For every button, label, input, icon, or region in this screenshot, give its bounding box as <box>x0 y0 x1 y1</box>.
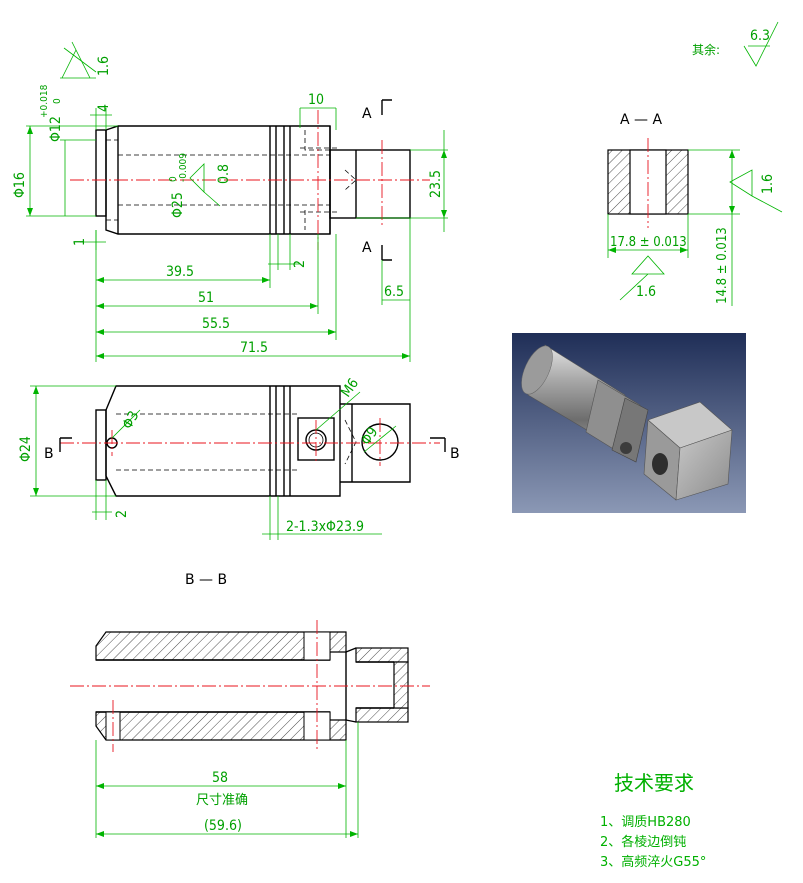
section-aa-title: A — A <box>620 112 662 128</box>
section-a-top-letter: A <box>362 106 372 122</box>
tech-item-1: 1、调质HB280 <box>600 815 691 830</box>
rough-0-8: 0.8 <box>216 164 232 184</box>
tech-item-2: 2、各棱边倒钝 <box>600 834 686 850</box>
dim-w4: 4 <box>96 104 112 112</box>
dim-l71-5: 71.5 <box>240 340 268 356</box>
dim-d25-tol-zero: 0 <box>168 176 179 182</box>
tech-title: 技术要求 <box>614 771 694 795</box>
top-view: A A Φ16 Φ12 +0.018 0 4 1 10 Φ25 -0.009 0 <box>12 41 448 362</box>
dim-w2: 2 <box>292 260 308 268</box>
dim-m6: M6 <box>338 376 362 401</box>
tech-item-3: 3、高频淬火G55° <box>600 854 706 870</box>
square-tenon <box>329 149 411 219</box>
dim-d3: Φ3 <box>120 408 143 432</box>
dim-h23-5: 23.5 <box>428 170 444 198</box>
dim-w10: 10 <box>308 92 324 108</box>
dim-l6-5: 6.5 <box>384 284 404 300</box>
dim-w17-8: 17.8 ± 0.013 <box>610 235 687 250</box>
section-bb-title: B — B <box>185 572 227 588</box>
dim-groove: 2-1.3xΦ23.9 <box>286 519 364 535</box>
section-a-bottom-letter: A <box>362 240 372 256</box>
dim-w1: 1 <box>72 238 88 246</box>
front-view: B B Φ24 Φ3 M6 Φ9 2 2-1.3xΦ23.9 <box>18 376 460 540</box>
rough-top-1-6: 1.6 <box>96 56 112 76</box>
other-roughness: 其余: 6.3 <box>692 21 779 67</box>
section-b-b: B — B 58 尺寸准确 (59.6) <box>70 572 430 838</box>
dim-l58: 58 <box>212 770 228 786</box>
dim-h14-8: 14.8 ± 0.013 <box>715 227 730 304</box>
section-a-a: A — A 17.8 ± 0.013 14.8 ± 0.013 1.6 1.6 <box>607 112 783 306</box>
dim-d12-tol: +0.018 <box>39 84 50 118</box>
rough-aa-bottom: 1.6 <box>636 284 656 300</box>
rough-aa-right: 1.6 <box>760 174 776 194</box>
dim-d25: Φ25 <box>170 192 186 218</box>
dim-d12-tol-zero: 0 <box>52 98 63 104</box>
section-b-right-letter: B <box>450 446 460 462</box>
dim-l55-5: 55.5 <box>202 316 230 332</box>
dim-d12: Φ12 <box>48 116 64 142</box>
section-b-left-letter: B <box>44 446 54 462</box>
dim-front-w2: 2 <box>114 510 130 518</box>
dim-d16: Φ16 <box>12 172 28 198</box>
dim-d25-tol: -0.009 <box>178 153 189 182</box>
dim-note: 尺寸准确 <box>196 793 248 808</box>
dim-d24: Φ24 <box>18 436 34 462</box>
dim-l39-5: 39.5 <box>166 264 194 280</box>
render-3d <box>512 333 746 513</box>
dim-l51: 51 <box>198 290 214 306</box>
dim-l59-6: (59.6) <box>204 818 242 834</box>
front-cylinder <box>105 385 341 497</box>
end-step <box>95 129 107 217</box>
tech-requirements: 技术要求 1、调质HB280 2、各棱边倒钝 3、高频淬火G55° <box>600 771 706 870</box>
other-rough-value: 6.3 <box>750 28 770 44</box>
other-rough-label: 其余: <box>692 42 720 57</box>
